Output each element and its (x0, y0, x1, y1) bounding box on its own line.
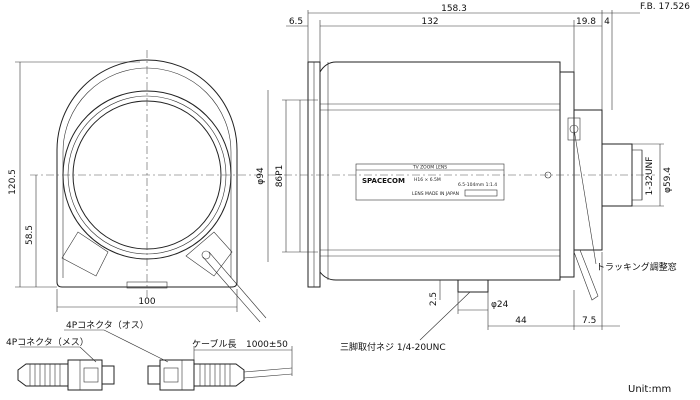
dim-front-diameters: φ94 86P1 (256, 90, 287, 262)
dim-rear-small-label: 4 (604, 17, 610, 27)
dim-width: 100 (56, 289, 238, 312)
front-view (30, 50, 267, 323)
dim-top: 158.3 132 6.5 19.8 4 F.B. 17.526 (286, 2, 690, 110)
dim-rear-step-label: 7.5 (582, 316, 596, 326)
tripod-screw-callout: 三脚取付ネジ 1/4-20UNC (340, 291, 471, 353)
dim-front-offset-label: 6.5 (289, 17, 303, 27)
dim-mount-height: 58.5 (25, 175, 37, 287)
tracking-adjuster-callout: トラッキング調整窓 (573, 128, 677, 273)
dim-rear-diameter-label: φ59.4 (663, 167, 673, 193)
nameplate-brand: SPACECOM (362, 177, 405, 185)
dim-body-length-label: 132 (421, 17, 438, 27)
dim-bottom-side: 2.5 φ24 44 7.5 (429, 252, 620, 330)
unit-label: Unit:mm (628, 384, 671, 395)
dim-foot-diameter-label: φ24 (491, 300, 509, 310)
dim-rear-length-label: 19.8 (576, 17, 596, 27)
connector-male-label: 4Pコネクタ（メス） (6, 337, 89, 348)
dim-mount-height-label: 58.5 (25, 225, 35, 245)
cable-length-label: ケーブル長 (192, 338, 236, 350)
nameplate-title: TV ZOOM LENS (412, 165, 447, 171)
nameplate-origin: LENS MADE IN JAPAN (412, 191, 459, 197)
cable-length-value: 1000±50 (246, 340, 288, 350)
connector-female-label: 4Pコネクタ（オス） (66, 320, 149, 331)
dim-height-label: 120.5 (8, 169, 18, 195)
nameplate: TV ZOOM LENS SPACECOM H16 × 6.5M 6.5-104… (355, 163, 552, 201)
nameplate-spec-right: 6.5-104mm 1:1.4 (458, 182, 497, 188)
nameplate-spec-left: H16 × 6.5M (414, 177, 441, 183)
dim-flange-back-label: F.B. 17.526 (640, 2, 690, 12)
dim-foot-to-rear-label: 44 (515, 316, 527, 326)
dim-rear-diameters: 1-32UNF φ59.4 (632, 143, 673, 207)
dim-front-diameter-label: φ94 (256, 167, 266, 185)
dim-foot-offset-label: 2.5 (429, 292, 439, 306)
dim-inner-diameter-label: 86P1 (275, 165, 285, 188)
dim-overall-length-label: 158.3 (441, 4, 467, 14)
side-view (268, 61, 655, 301)
tracking-adjuster-label: トラッキング調整窓 (596, 261, 677, 273)
tripod-screw-label: 三脚取付ネジ 1/4-20UNC (340, 342, 446, 353)
dim-width-label: 100 (138, 297, 155, 307)
dim-thread-label: 1-32UNF (645, 157, 655, 196)
connector-assembly: ケーブル長 1000±50 4Pコネクタ（オス） 4Pコネクタ（メス） (6, 320, 293, 391)
